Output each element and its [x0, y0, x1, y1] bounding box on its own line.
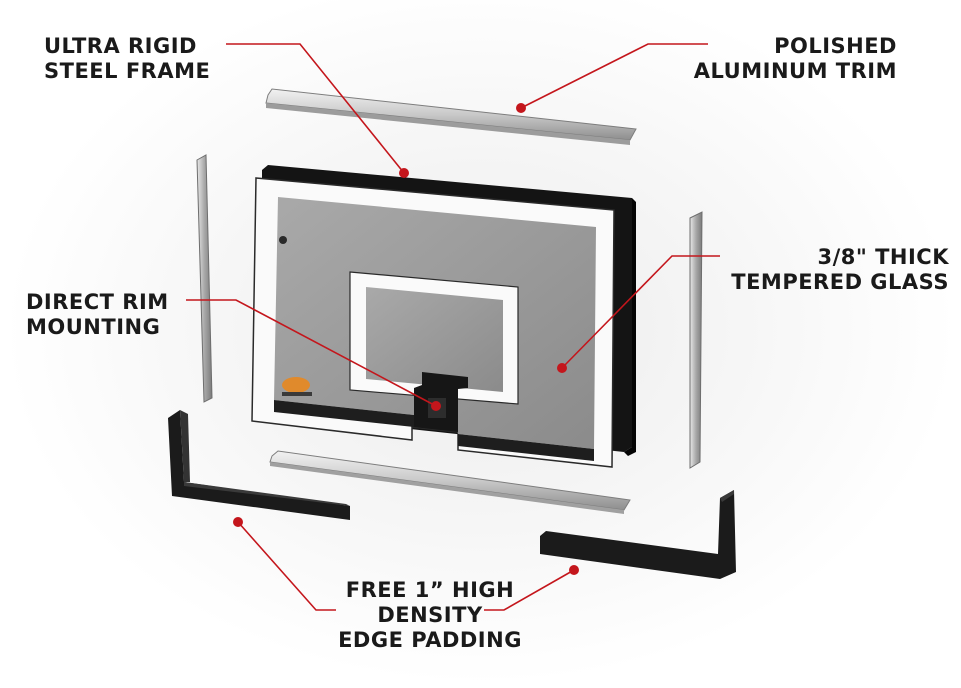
- label-aluminum-trim-line1: POLISHED: [774, 34, 897, 58]
- dot-tempered-glass: [557, 363, 567, 373]
- left-edge-padding: [168, 410, 350, 520]
- shooter-square: [349, 271, 519, 405]
- label-rim-mounting: DIRECT RIM MOUNTING: [26, 290, 169, 340]
- bottom-aluminum-trim: [269, 450, 631, 514]
- right-edge-padding: [540, 490, 736, 579]
- label-steel-frame-line2: STEEL FRAME: [44, 59, 211, 83]
- left-aluminum-trim: [196, 154, 213, 403]
- label-edge-padding: FREE 1” HIGH DENSITY EDGE PADDING: [320, 578, 540, 653]
- leader-rim-mounting: [186, 299, 437, 407]
- label-edge-padding-line1: FREE 1” HIGH: [345, 578, 515, 602]
- dot-padding-right: [569, 565, 579, 575]
- leader-steel-frame: [226, 43, 405, 174]
- label-tempered-glass-line2: TEMPERED GLASS: [731, 270, 949, 294]
- top-aluminum-trim: [265, 88, 637, 145]
- label-steel-frame: ULTRA RIGID STEEL FRAME: [44, 34, 210, 84]
- dot-aluminum-trim: [516, 103, 526, 113]
- leader-padding-left: [237, 521, 336, 611]
- leader-lines: [186, 43, 720, 611]
- label-tempered-glass: 3/8" THICK TEMPERED GLASS: [731, 245, 949, 295]
- bottom-band: [274, 400, 594, 461]
- dot-padding-left: [233, 517, 243, 527]
- label-steel-frame-line1: ULTRA RIGID: [44, 34, 197, 58]
- callout-dots: [233, 103, 579, 575]
- dot-rim-mounting: [431, 401, 441, 411]
- brand-logo: [282, 377, 312, 396]
- label-rim-mounting-line1: DIRECT RIM: [26, 290, 169, 314]
- label-tempered-glass-line1: 3/8" THICK: [817, 245, 949, 269]
- label-edge-padding-line2: DENSITY: [377, 603, 483, 627]
- label-aluminum-trim: POLISHED ALUMINUM TRIM: [694, 34, 897, 84]
- label-edge-padding-line3: EDGE PADDING: [338, 628, 522, 652]
- label-aluminum-trim-line2: ALUMINUM TRIM: [693, 59, 897, 83]
- leader-tempered-glass: [561, 255, 720, 369]
- right-aluminum-trim: [689, 211, 703, 469]
- leader-padding-right: [484, 569, 575, 611]
- label-rim-mounting-line2: MOUNTING: [26, 315, 161, 339]
- dot-steel-frame: [399, 168, 409, 178]
- leader-aluminum-trim: [520, 43, 708, 109]
